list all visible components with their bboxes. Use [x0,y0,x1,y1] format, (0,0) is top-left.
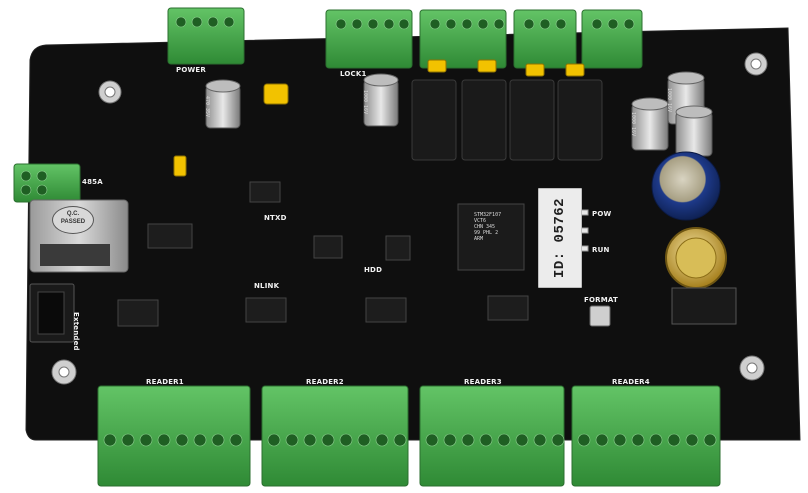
qc-line2: PASSED [60,219,86,225]
label-485a: 485A [82,178,103,186]
top-terminals [167,7,643,69]
qc-line1: Q.C. [66,211,80,217]
label-extended: Extended [72,312,80,351]
cap-label-4: 1000 16V [630,112,636,137]
bottom-terminal-screws [103,433,717,447]
cap-label-2: 1000 16V [362,90,368,115]
cap-label-3: 1000 16V [666,88,672,113]
label-run: RUN [592,246,610,254]
label-reader1: READER1 [146,378,184,386]
label-nlink: NLINK [254,282,280,290]
capacitors [205,71,713,157]
pin-header [671,287,737,325]
label-format: FORMAT [584,296,618,304]
label-reader3: READER3 [464,378,502,386]
mcu-marking: STM32F107 VCT6 CHN 345 99 PHL 2 ARM [474,212,502,242]
supercapacitor [651,151,721,221]
pcb [25,27,801,441]
mcu-chip [457,203,525,271]
small-ics [117,181,529,327]
format-button [589,305,611,327]
serial-id-text: ID: 05762 [552,197,568,279]
cap-label-1: 470 35V [204,96,210,118]
relays [411,79,603,161]
top-terminal-screws [175,16,635,30]
bottom-terminals [97,385,721,487]
qc-passed-label: Q.C. PASSED [52,206,94,234]
label-power: POWER [176,66,206,74]
serial-id-sticker: ID: 05762 [538,188,582,288]
label-reader2: READER2 [306,378,344,386]
mounting-holes [51,52,768,385]
label-hdd: HDD [364,266,383,274]
label-lock1: LOCK1 [340,70,367,78]
label-pow: POW [592,210,612,218]
left-terminal [13,163,81,203]
label-reader4: READER4 [612,378,650,386]
label-ntxd: NTXD [264,214,287,222]
jumpers [173,59,585,177]
